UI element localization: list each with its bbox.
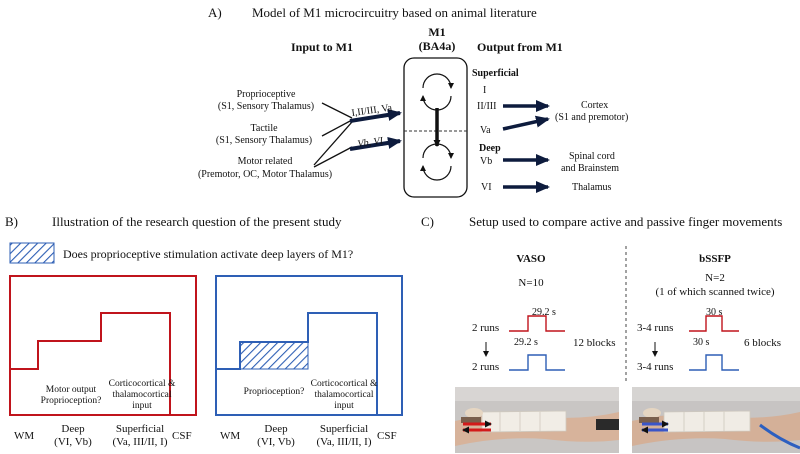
vaso-runs-bottom: 2 runs (472, 361, 499, 373)
input-arrow-superficial (349, 108, 402, 123)
right-hatched-region (239, 341, 309, 370)
output-cortex: Cortex (581, 100, 608, 111)
panel-b-letter: B) (5, 214, 18, 229)
left-axis-superficial-sub: (Va, III/II, I) (113, 436, 168, 448)
panel-a-title: Model of M1 microcircuitry based on anim… (252, 5, 537, 20)
layer-vb: Vb (480, 156, 492, 167)
vaso-runs-top: 2 runs (472, 322, 499, 334)
left-axis-wm: WM (14, 430, 34, 442)
bssfp-blocks: 6 blocks (744, 337, 781, 349)
legend-text: Does proprioceptive stimulation activate… (63, 247, 353, 261)
right-sup-label-3: input (334, 401, 354, 411)
left-sup-label-1: Corticocortical & (109, 379, 176, 389)
left-axis-deep-sub: (VI, Vb) (54, 436, 92, 448)
vaso-blocks: 12 blocks (573, 337, 615, 349)
input-motor-related-source: (Premotor, OC, Motor Thalamus) (198, 169, 332, 180)
panel-a-letter: A) (208, 5, 222, 20)
bssfp-n: N=2 (705, 272, 725, 284)
vaso-passive-pulse (509, 354, 565, 371)
deep-loop-icon (420, 143, 454, 181)
m1-title: M1 (428, 25, 445, 39)
layer-va: Va (480, 125, 491, 136)
input-arrow-deep (349, 136, 402, 151)
right-sup-label-2: thalamocortical (314, 390, 373, 400)
output-thalamus: Thalamus (572, 182, 612, 193)
layer-i: I (483, 85, 486, 96)
superficial-loop-icon (420, 73, 454, 111)
output-cortex-sub: (S1 and premotor) (555, 112, 628, 123)
output-arrow-va (502, 115, 550, 131)
layer-vi: VI (481, 182, 492, 193)
panel-c-letter: C) (421, 214, 434, 229)
right-profile-line (216, 312, 378, 415)
input-tactile: Tactile (250, 123, 278, 134)
left-sup-label-3: input (132, 401, 152, 411)
left-profile-box (9, 275, 197, 416)
left-axis-superficial: Superficial (116, 423, 164, 435)
input-tactile-source: (S1, Sensory Thalamus) (216, 135, 312, 146)
input-motor-related: Motor related (238, 156, 293, 167)
panel-a: A) Model of M1 microcircuitry based on a… (198, 5, 628, 198)
input-header: Input to M1 (291, 40, 353, 54)
right-axis-wm: WM (220, 430, 240, 442)
panel-b: B) Illustration of the research question… (5, 214, 403, 448)
vaso-active-pulse (509, 315, 565, 332)
m1-box (403, 57, 468, 198)
left-sup-label-2: thalamocortical (112, 390, 171, 400)
m1-subtitle: (BA4a) (419, 39, 456, 53)
input-proprioceptive-source: (S1, Sensory Thalamus) (218, 101, 314, 112)
right-axis-deep-sub: (VI, Vb) (257, 436, 295, 448)
bssfp-time-bottom: 30 s (693, 337, 710, 348)
left-deep-label-2: Proprioception? (41, 396, 102, 406)
vaso-time-bottom: 29.2 s (514, 337, 538, 348)
bssfp-runs-bottom: 3-4 runs (637, 361, 673, 373)
bssfp-active-pulse (689, 315, 739, 332)
deep-label: Deep (479, 143, 501, 154)
hatch-legend-swatch (9, 242, 55, 264)
input-proprioceptive: Proprioceptive (237, 89, 296, 100)
vaso-setup-photo (455, 387, 619, 453)
left-axis-deep: Deep (61, 423, 85, 435)
input-lines (313, 102, 353, 168)
panel-c: C) Setup used to compare active and pass… (421, 214, 800, 453)
left-profile-line (10, 312, 171, 415)
vaso-title: VASO (516, 253, 546, 265)
right-axis-superficial-sub: (Va, III/II, I) (317, 436, 372, 448)
left-deep-label-1: Motor output (46, 385, 97, 395)
bssfp-n-note: (1 of which scanned twice) (655, 286, 774, 298)
right-profile-box (215, 275, 403, 416)
output-spinal: Spinal cord (569, 151, 615, 162)
bssfp-runs-top: 3-4 runs (637, 322, 673, 334)
panel-b-title: Illustration of the research question of… (52, 214, 342, 229)
superficial-label: Superficial (472, 68, 519, 79)
bssfp-passive-pulse (689, 354, 739, 371)
vaso-n: N=10 (518, 277, 544, 289)
right-axis-csf: CSF (377, 430, 397, 442)
right-axis-superficial: Superficial (320, 423, 368, 435)
panel-c-title: Setup used to compare active and passive… (469, 214, 782, 229)
right-deep-label-1: Proprioception? (244, 387, 305, 397)
bssfp-title: bSSFP (699, 253, 731, 265)
output-header: Output from M1 (477, 40, 563, 54)
layer-ii-iii: II/III (477, 101, 496, 112)
right-axis-deep: Deep (264, 423, 288, 435)
vaso-time-top: 29.2 s (532, 307, 556, 318)
output-spinal-sub: and Brainstem (561, 163, 619, 174)
right-sup-label-1: Corticocortical & (311, 379, 378, 389)
arrow-lower-label: Vb, VI (357, 135, 384, 150)
bssfp-setup-photo (632, 387, 800, 453)
bssfp-time-top: 30 s (706, 307, 723, 318)
left-axis-csf: CSF (172, 430, 192, 442)
